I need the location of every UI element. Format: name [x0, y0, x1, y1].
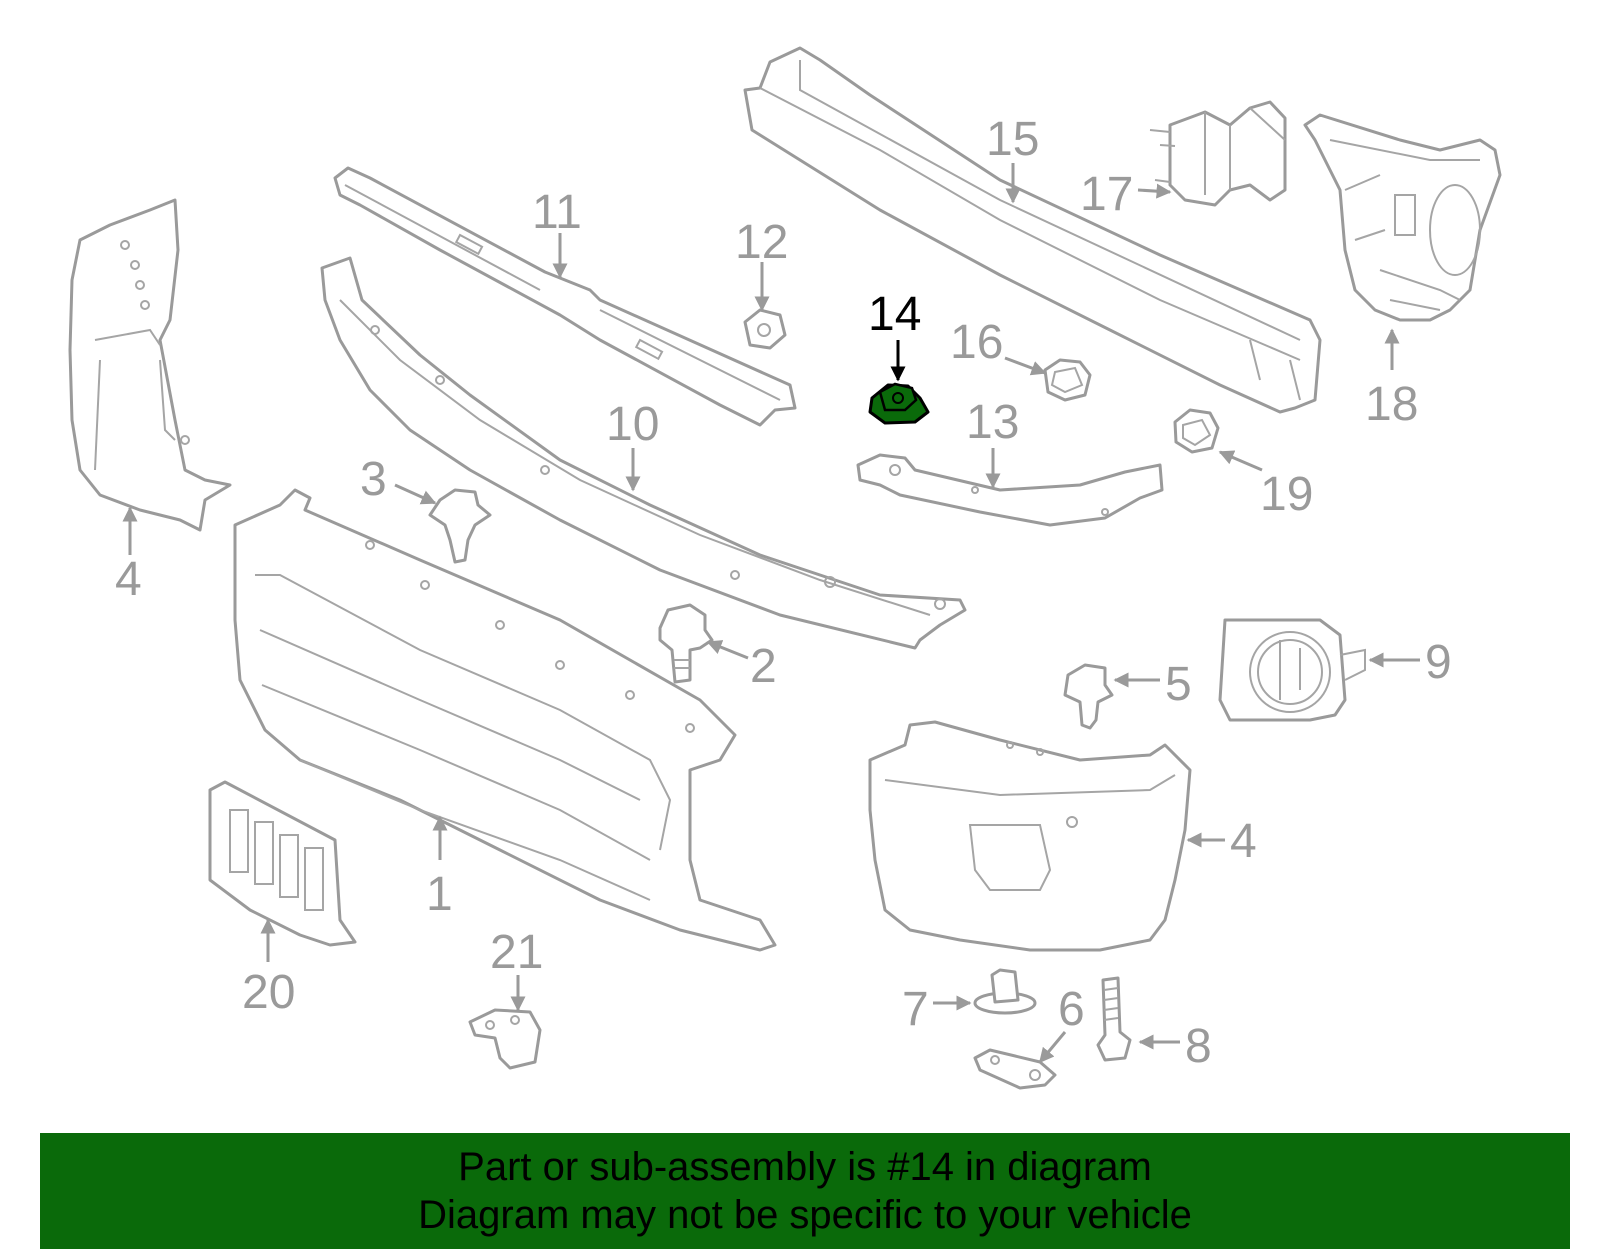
callout-7[interactable]: 7 — [902, 983, 929, 1036]
part-3-clip[interactable] — [428, 488, 492, 564]
part-1-bumper-cover[interactable] — [233, 488, 777, 952]
parts-diagram: 4 11 12 14 15 17 18 16 13 10 19 3 2 5 9 … — [68, 46, 1502, 1090]
part-15-reinforcement-bar[interactable] — [743, 46, 1322, 414]
part-4-right-bumper-end[interactable] — [868, 720, 1192, 952]
callout-19[interactable]: 19 — [1260, 468, 1313, 521]
callout-21[interactable]: 21 — [490, 926, 543, 979]
part-19-nut[interactable] — [1173, 408, 1220, 454]
callout-9[interactable]: 9 — [1425, 636, 1452, 689]
leader-lines — [122, 163, 1420, 1064]
banner-line-part-info: Part or sub-assembly is #14 in diagram — [458, 1145, 1152, 1189]
callout-2[interactable]: 2 — [750, 640, 777, 693]
callout-16[interactable]: 16 — [950, 316, 1003, 369]
callout-5[interactable]: 5 — [1165, 658, 1192, 711]
part-4-left-bumper-end[interactable] — [68, 198, 232, 532]
part-8-bolt[interactable] — [1096, 976, 1132, 1062]
part-9-fog-lamp-bezel[interactable] — [1218, 618, 1366, 722]
part-17-bracket[interactable] — [1149, 100, 1287, 207]
part-2-bolt[interactable] — [658, 603, 714, 684]
part-20-license-bracket[interactable] — [208, 780, 357, 947]
part-5-clip[interactable] — [1063, 663, 1114, 730]
part-10-lower-reinforcement[interactable] — [320, 256, 967, 650]
callout-15[interactable]: 15 — [986, 113, 1039, 166]
part-11-upper-bracket[interactable] — [333, 166, 797, 427]
callout-4-right[interactable]: 4 — [1230, 815, 1257, 868]
part-12-nut[interactable] — [743, 308, 787, 350]
callout-14[interactable]: 14 — [868, 288, 921, 341]
callout-3[interactable]: 3 — [360, 453, 387, 506]
banner-line-disclaimer: Diagram may not be specific to your vehi… — [418, 1193, 1192, 1237]
callout-labels: 4 11 12 14 15 17 18 16 13 10 19 3 2 5 9 … — [115, 113, 1452, 1073]
part-18-side-bracket[interactable] — [1303, 113, 1502, 322]
callout-10[interactable]: 10 — [606, 398, 659, 451]
callout-12[interactable]: 12 — [735, 216, 788, 269]
part-7-clip[interactable] — [973, 968, 1037, 1015]
part-16-nut[interactable] — [1043, 358, 1092, 402]
callout-11[interactable]: 11 — [532, 186, 582, 239]
part-21-bracket[interactable] — [468, 1008, 542, 1070]
part-13-bracket[interactable] — [856, 453, 1164, 527]
info-banner: Part or sub-assembly is #14 in diagram D… — [40, 1133, 1570, 1249]
callout-8[interactable]: 8 — [1185, 1020, 1212, 1073]
callout-13[interactable]: 13 — [966, 396, 1019, 449]
callout-17[interactable]: 17 — [1080, 168, 1133, 221]
callout-20[interactable]: 20 — [242, 966, 295, 1019]
callout-4-left[interactable]: 4 — [115, 553, 142, 606]
part-14-nut-highlighted[interactable] — [868, 382, 930, 425]
callout-18[interactable]: 18 — [1365, 378, 1418, 431]
part-6-plate[interactable] — [973, 1048, 1057, 1090]
callout-1[interactable]: 1 — [426, 868, 453, 921]
callout-6[interactable]: 6 — [1058, 983, 1085, 1036]
